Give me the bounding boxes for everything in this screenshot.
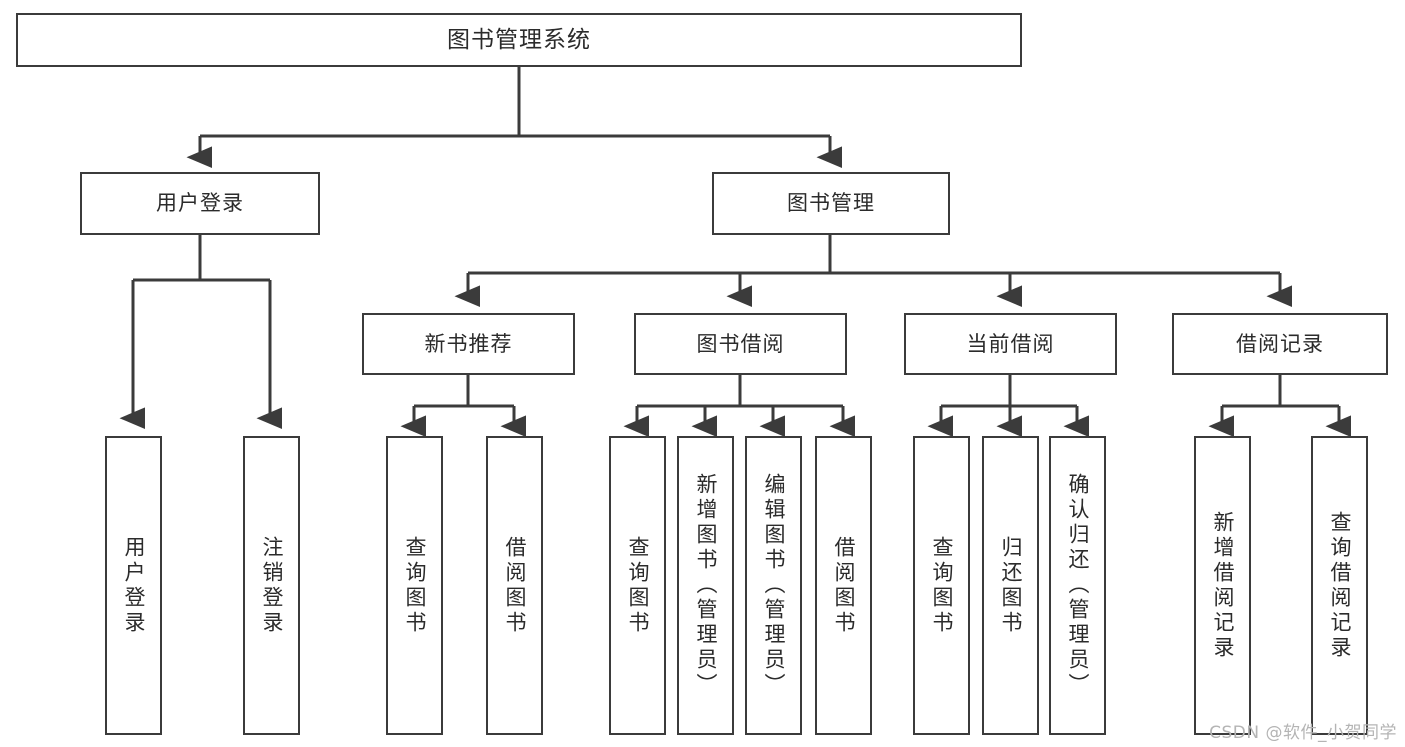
leaf-borrow-query-book[interactable]: 查询图书: [609, 436, 666, 735]
node-label: 查询图书: [403, 535, 427, 636]
node-label: 确认归还（管理员）: [1066, 473, 1090, 698]
leaf-current-return-book[interactable]: 归还图书: [982, 436, 1039, 735]
csdn-watermark: CSDN @软件_小贺同学: [1209, 723, 1397, 743]
node-root-system[interactable]: 图书管理系统: [16, 13, 1022, 67]
node-label: 借阅记录: [1236, 331, 1324, 356]
node-label: 新书推荐: [424, 331, 513, 356]
node-label: 注销登录: [260, 535, 284, 636]
leaf-borrow-edit-book[interactable]: 编辑图书（管理员）: [745, 436, 802, 735]
leaf-user-login[interactable]: 用户登录: [105, 436, 162, 735]
node-label: 借阅图书: [832, 535, 856, 636]
leaf-user-logout[interactable]: 注销登录: [243, 436, 300, 735]
node-book-borrow[interactable]: 图书借阅: [634, 313, 847, 375]
node-user-login[interactable]: 用户登录: [80, 172, 320, 235]
node-label: 图书管理系统: [447, 26, 591, 53]
leaf-record-query-record[interactable]: 查询借阅记录: [1311, 436, 1368, 735]
node-borrow-record[interactable]: 借阅记录: [1172, 313, 1388, 375]
leaf-recommend-borrow-book[interactable]: 借阅图书: [486, 436, 543, 735]
leaf-borrow-add-book[interactable]: 新增图书（管理员）: [677, 436, 734, 735]
node-new-book-recommend[interactable]: 新书推荐: [362, 313, 575, 375]
leaf-current-query-book[interactable]: 查询图书: [913, 436, 970, 735]
node-book-management[interactable]: 图书管理: [712, 172, 950, 235]
node-label: 借阅图书: [503, 535, 527, 636]
node-label: 查询图书: [626, 535, 650, 636]
node-label: 编辑图书（管理员）: [762, 473, 786, 698]
leaf-recommend-query-book[interactable]: 查询图书: [386, 436, 443, 735]
node-label: 查询图书: [930, 535, 954, 636]
node-label: 查询借阅记录: [1328, 510, 1352, 661]
leaf-record-add-record[interactable]: 新增借阅记录: [1194, 436, 1251, 735]
leaf-borrow-borrow-book[interactable]: 借阅图书: [815, 436, 872, 735]
node-label: 归还图书: [999, 535, 1023, 636]
node-label: 新增借阅记录: [1211, 510, 1235, 661]
node-current-borrow[interactable]: 当前借阅: [904, 313, 1117, 375]
node-label: 用户登录: [122, 535, 146, 636]
node-label: 新增图书（管理员）: [694, 473, 718, 698]
node-label: 当前借阅: [966, 331, 1055, 356]
node-label: 用户登录: [156, 191, 244, 216]
node-label: 图书借阅: [696, 331, 785, 356]
leaf-current-confirm-return[interactable]: 确认归还（管理员）: [1049, 436, 1106, 735]
node-label: 图书管理: [787, 191, 875, 216]
